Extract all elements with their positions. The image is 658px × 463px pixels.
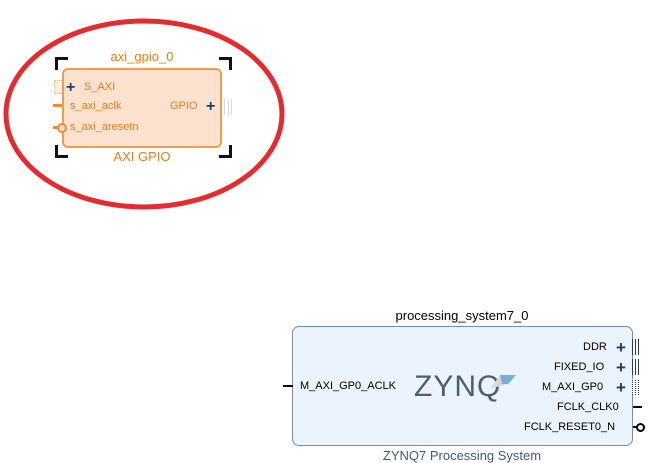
- port-fclk-reset0-n[interactable]: FCLK_RESET0_N: [524, 421, 616, 433]
- port-pin-m-axi-gp0-aclk[interactable]: [283, 385, 293, 387]
- selection-corner-bottom-right: [219, 145, 232, 158]
- ps-block-body[interactable]: [292, 326, 633, 446]
- zynq-logo-swoosh-icon: [490, 375, 516, 389]
- port-pin-fclk-reset0-n[interactable]: [633, 426, 637, 428]
- fixed-io-expand-icon[interactable]: +: [616, 358, 626, 377]
- ddr-expand-icon[interactable]: +: [616, 338, 626, 357]
- ps-instance-name: processing_system7_0: [395, 308, 529, 323]
- port-pin-s-axi-aclk[interactable]: [53, 104, 62, 107]
- port-gpio[interactable]: GPIO: [170, 100, 198, 112]
- highlight-ellipse: [3, 18, 285, 210]
- zynq-logo-text: ZYNQ: [414, 370, 502, 403]
- port-m-axi-gp0-aclk[interactable]: M_AXI_GP0_ACLK: [300, 380, 396, 392]
- ddr-bus-pin-icon[interactable]: [632, 339, 640, 355]
- port-s-axi-aclk[interactable]: s_axi_aclk: [70, 100, 122, 112]
- zynq-logo: ZYNQ: [414, 372, 501, 402]
- selection-corner-top-left: [55, 57, 68, 70]
- port-fclk-clk0[interactable]: FCLK_CLK0: [557, 401, 619, 413]
- port-pin-fclk-clk0[interactable]: [633, 406, 642, 408]
- axi-gpio-block[interactable]: axi_gpio_0 + S_AXI s_axi_aclk s_axi_ares…: [0, 0, 240, 170]
- gpio-instance-name: axi_gpio_0: [110, 49, 174, 64]
- gpio-bus-pin-icon[interactable]: [224, 99, 232, 115]
- fixed-io-bus-pin-icon[interactable]: [632, 359, 640, 375]
- m-axi-gp0-bus-pin-icon[interactable]: [632, 379, 640, 395]
- selection-corner-bottom-left: [55, 145, 68, 158]
- s-axi-expand-icon[interactable]: +: [66, 79, 76, 96]
- reset-bubble-icon: [57, 123, 67, 133]
- port-s-axi-aresetn[interactable]: s_axi_aresetn: [70, 121, 139, 133]
- port-s-axi[interactable]: S_AXI: [84, 81, 116, 93]
- selection-corner-top-right: [219, 57, 232, 70]
- port-fixed-io[interactable]: FIXED_IO: [554, 361, 605, 373]
- gpio-type-name: AXI GPIO: [113, 149, 171, 164]
- reset-bubble-icon: [636, 423, 645, 432]
- gpio-block-body[interactable]: [62, 68, 222, 148]
- ps-type-name: ZYNQ7 Processing System: [382, 448, 542, 463]
- m-axi-gp0-expand-icon[interactable]: +: [616, 378, 626, 397]
- gpio-expand-icon[interactable]: +: [206, 98, 216, 115]
- processing-system-block[interactable]: processing_system7_0 M_AXI_GP0_ACLK ZYNQ…: [280, 300, 658, 463]
- port-ddr[interactable]: DDR: [583, 341, 607, 353]
- port-m-axi-gp0[interactable]: M_AXI_GP0: [542, 381, 604, 393]
